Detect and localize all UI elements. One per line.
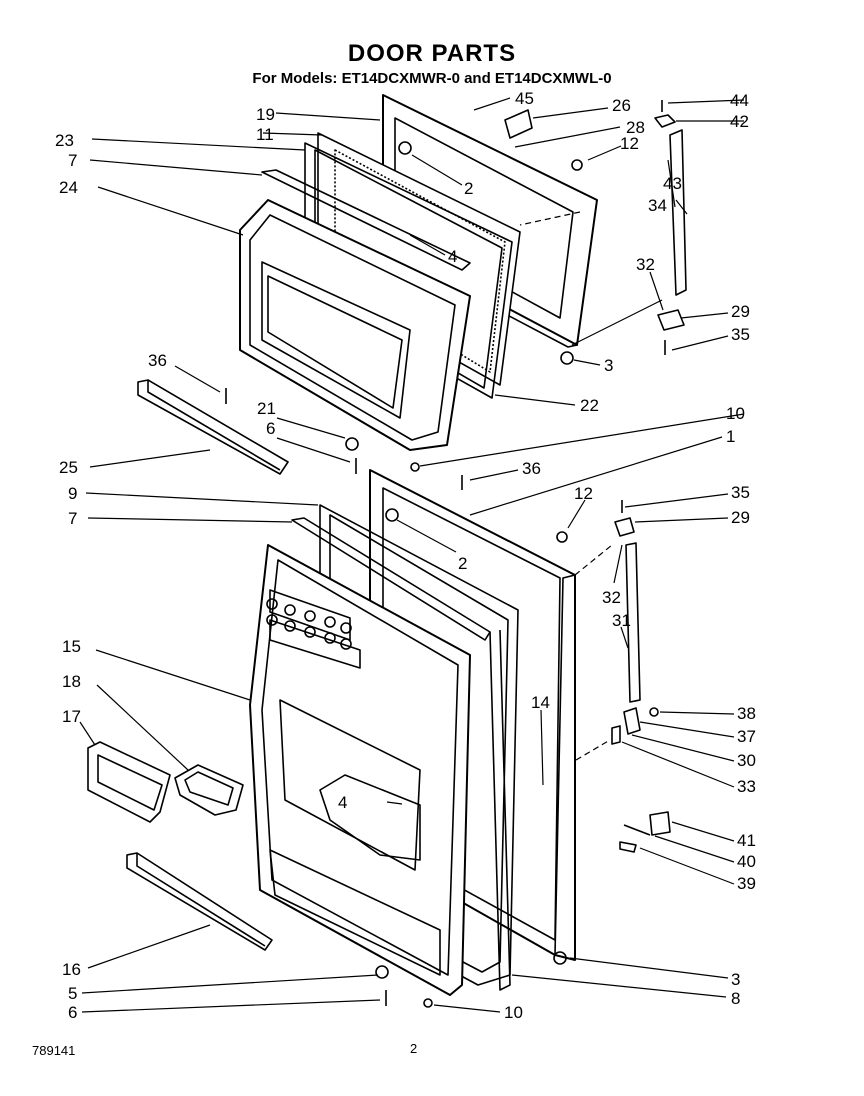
fresh-food-shelf-16 — [126, 852, 273, 951]
freezer-shelf-25 — [137, 379, 289, 475]
callout-19: 19 — [256, 105, 275, 124]
callout-36: 36 — [522, 459, 541, 478]
callout-7: 7 — [68, 509, 77, 528]
page-number: 2 — [410, 1041, 418, 1056]
callout-44: 44 — [730, 91, 749, 110]
page-title: DOOR PARTS — [347, 40, 517, 67]
callout-34: 34 — [648, 196, 667, 215]
callout-42: 42 — [730, 112, 749, 131]
callout-6: 6 — [266, 419, 275, 438]
callout-4: 4 — [338, 793, 347, 812]
callout-12: 12 — [574, 484, 593, 503]
fresh-food-breaker-strip — [291, 517, 511, 991]
butter-door-17 — [87, 741, 171, 823]
egg-tray-18 — [174, 764, 244, 816]
callout-2: 2 — [464, 179, 473, 198]
callout-16: 16 — [62, 960, 81, 979]
callout-10: 10 — [504, 1003, 523, 1022]
freezer-hinge-parts — [504, 100, 687, 365]
callout-25: 25 — [59, 458, 78, 477]
callout-21: 21 — [257, 399, 276, 418]
model-subtitle: For Models: ET14DCXMWR-0 and ET14DCXMWL-… — [252, 70, 612, 87]
callout-36: 36 — [148, 351, 167, 370]
callout-2: 2 — [458, 554, 467, 573]
callout-35: 35 — [731, 325, 750, 344]
callout-45: 45 — [515, 89, 534, 108]
callout-30: 30 — [737, 751, 756, 770]
callout-37: 37 — [737, 727, 756, 746]
callout-3: 3 — [604, 356, 613, 375]
callout-1: 1 — [726, 427, 735, 446]
callout-5: 5 — [68, 984, 77, 1003]
callout-43: 43 — [663, 174, 682, 193]
fresh-food-door-liner — [249, 544, 471, 996]
freezer-door-liner — [239, 199, 471, 451]
callout-3: 3 — [731, 970, 740, 989]
fresh-food-hinge-parts — [553, 500, 671, 965]
callout-39: 39 — [737, 874, 756, 893]
callout-6: 6 — [68, 1003, 77, 1022]
callout-29: 29 — [731, 508, 750, 527]
callout-23: 23 — [55, 131, 74, 150]
callout-41: 41 — [737, 831, 756, 850]
callout-18: 18 — [62, 672, 81, 691]
diagram-code: 789141 — [32, 1043, 76, 1058]
callout-31: 31 — [612, 611, 631, 630]
callout-12: 12 — [620, 134, 639, 153]
callout-28: 28 — [626, 118, 645, 137]
callout-4: 4 — [448, 247, 457, 266]
callout-14: 14 — [531, 693, 550, 712]
callout-33: 33 — [737, 777, 756, 796]
callout-numbers: 19 11 23 7 24 36 21 6 25 9 7 15 18 17 16… — [55, 89, 756, 1022]
callout-38: 38 — [737, 704, 756, 723]
callout-8: 8 — [731, 989, 740, 1008]
callout-32: 32 — [602, 588, 621, 607]
screws-and-bushings — [225, 141, 463, 1008]
callout-32: 32 — [636, 255, 655, 274]
callout-11: 11 — [256, 125, 274, 144]
callout-40: 40 — [737, 852, 756, 871]
callout-35: 35 — [731, 483, 750, 502]
callout-7: 7 — [68, 151, 77, 170]
callout-22: 22 — [580, 396, 599, 415]
freezer-breaker-strip — [261, 169, 471, 271]
callout-15: 15 — [62, 637, 81, 656]
callout-26: 26 — [612, 96, 631, 115]
callout-10: 10 — [726, 404, 745, 423]
callout-29: 29 — [731, 302, 750, 321]
callout-24: 24 — [59, 178, 78, 197]
callout-9: 9 — [68, 484, 77, 503]
callout-leader-lines — [79, 97, 745, 1013]
callout-17: 17 — [62, 707, 81, 726]
